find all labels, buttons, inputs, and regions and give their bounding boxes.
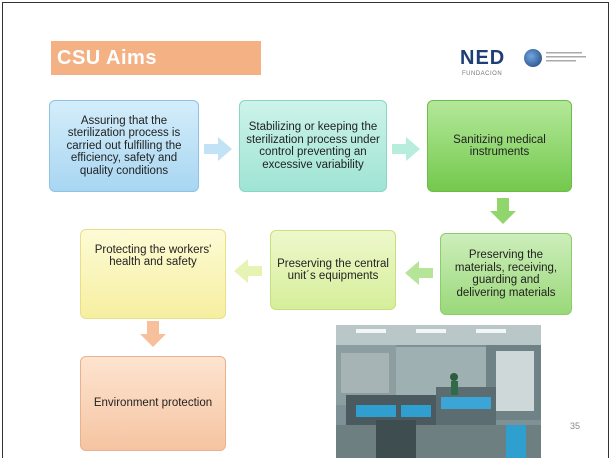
arrow-right-icon bbox=[204, 137, 232, 166]
arrow-left-icon bbox=[234, 259, 262, 288]
aim-box-protecting-workers: Protecting the workers' health and safet… bbox=[80, 229, 226, 319]
logo-text: NED bbox=[460, 47, 506, 69]
ned-logo: NED FUNDACION bbox=[460, 47, 595, 83]
aim-box-text: Environment protection bbox=[93, 397, 213, 410]
globe-icon bbox=[524, 49, 542, 67]
aim-box-environment: Environment protection bbox=[80, 356, 226, 451]
aim-box-preserving-equipments: Preserving the central unit´s equipments bbox=[270, 230, 396, 310]
logo-tagline-icon bbox=[546, 51, 588, 67]
page-number: 35 bbox=[570, 421, 581, 431]
aim-box-text: Sanitizing medical instruments bbox=[453, 133, 546, 159]
aim-box-preserving-materials: Preserving the materials, receiving, gua… bbox=[440, 233, 572, 315]
aim-box-text: Preserving the central unit´s equipments bbox=[277, 257, 389, 283]
aim-box-text: Stabilizing or keeping the sterilization… bbox=[246, 121, 380, 171]
arrow-down-icon bbox=[140, 321, 166, 352]
arrow-left-icon bbox=[405, 261, 433, 290]
arrow-right-icon bbox=[392, 137, 420, 166]
logo-subtext: FUNDACION bbox=[462, 71, 503, 77]
aim-box-text: Assuring that the sterilization process … bbox=[66, 114, 182, 177]
aim-box-text: Protecting the workers' health and safet… bbox=[94, 243, 212, 269]
aim-box-assuring: Assuring that the sterilization process … bbox=[49, 100, 199, 192]
aim-box-sanitizing: Sanitizing medical instruments bbox=[427, 100, 572, 192]
sterilization-room-photo bbox=[336, 325, 541, 458]
arrow-down-icon bbox=[490, 198, 516, 229]
aim-box-text: Preserving the materials, receiving, gua… bbox=[454, 249, 558, 299]
aim-box-stabilizing: Stabilizing or keeping the sterilization… bbox=[239, 100, 387, 192]
slide-title: CSU Aims bbox=[51, 41, 261, 75]
